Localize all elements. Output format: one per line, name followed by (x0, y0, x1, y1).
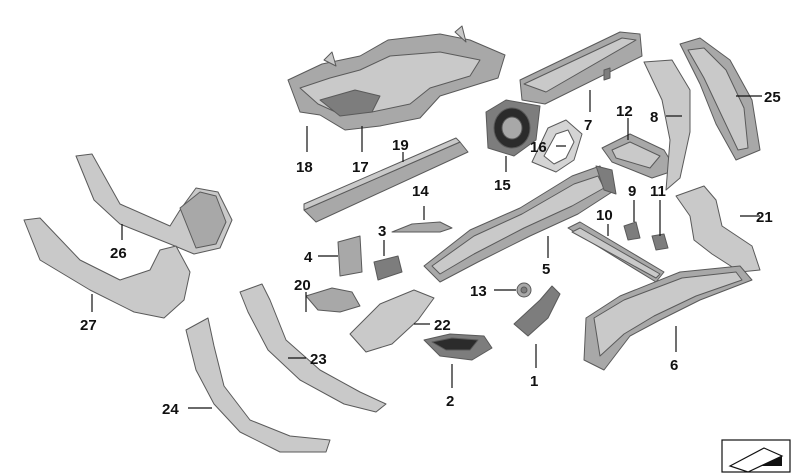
callout-14: 14 (412, 183, 429, 200)
part-trim-8 (643, 59, 691, 191)
part-holder-12 (601, 133, 677, 179)
leader-lines (91, 90, 762, 409)
part-sill-trim-23 (239, 283, 387, 413)
part-bracket-1 (513, 285, 561, 337)
part-duct-25 (679, 37, 761, 161)
part-cover-26 (75, 153, 233, 255)
callout-3: 3 (378, 223, 386, 240)
part-module-4 (337, 235, 363, 277)
part-clip-9 (623, 221, 641, 241)
callout-19: 19 (392, 137, 409, 154)
part-speaker (485, 99, 541, 157)
part-rail-19 (303, 137, 469, 223)
callout-1: 1 (530, 373, 538, 390)
callout-18: 18 (296, 159, 313, 176)
callout-17: 17 (352, 159, 369, 176)
callout-8: 8 (650, 109, 658, 126)
callout-16: 16 (530, 139, 547, 156)
callout-15: 15 (494, 177, 511, 194)
part-clip-11 (651, 233, 669, 251)
part-bracket-14 (391, 221, 453, 233)
callout-12: 12 (616, 103, 633, 120)
diagram-reference-icon (721, 439, 791, 473)
part-module-3 (373, 255, 403, 281)
callout-10: 10 (596, 207, 613, 224)
part-cover-27 (23, 217, 191, 319)
part-bracket-2 (423, 333, 493, 361)
callout-23: 23 (310, 351, 327, 368)
callout-27: 27 (80, 317, 97, 334)
callout-6: 6 (670, 357, 678, 374)
part-sill-trim-24 (185, 317, 331, 453)
callout-4: 4 (304, 249, 313, 266)
part-fastener-13 (516, 282, 532, 298)
callout-2: 2 (446, 393, 454, 410)
part-air-duct-6 (583, 265, 753, 371)
callout-7: 7 (584, 117, 592, 134)
callout-9: 9 (628, 183, 636, 200)
part-channel (519, 31, 643, 105)
part-air-duct-5 (423, 165, 617, 283)
callout-labels: 18 17 19 7 15 12 8 25 16 14 9 11 10 21 5… (80, 89, 781, 418)
callout-22: 22 (434, 317, 451, 334)
part-rail-10 (567, 221, 665, 283)
callout-5: 5 (542, 261, 550, 278)
callout-25: 25 (764, 89, 781, 106)
callout-11: 11 (650, 183, 666, 200)
callout-13: 13 (470, 283, 487, 300)
callout-20: 20 (294, 277, 311, 294)
callout-24: 24 (162, 401, 179, 418)
callout-26: 26 (110, 245, 127, 262)
part-cover-22 (349, 289, 435, 353)
part-bracket-21 (675, 185, 761, 273)
part-holder-20 (305, 287, 361, 313)
part-tunnel-cover (287, 25, 506, 131)
callout-21: 21 (756, 209, 773, 226)
